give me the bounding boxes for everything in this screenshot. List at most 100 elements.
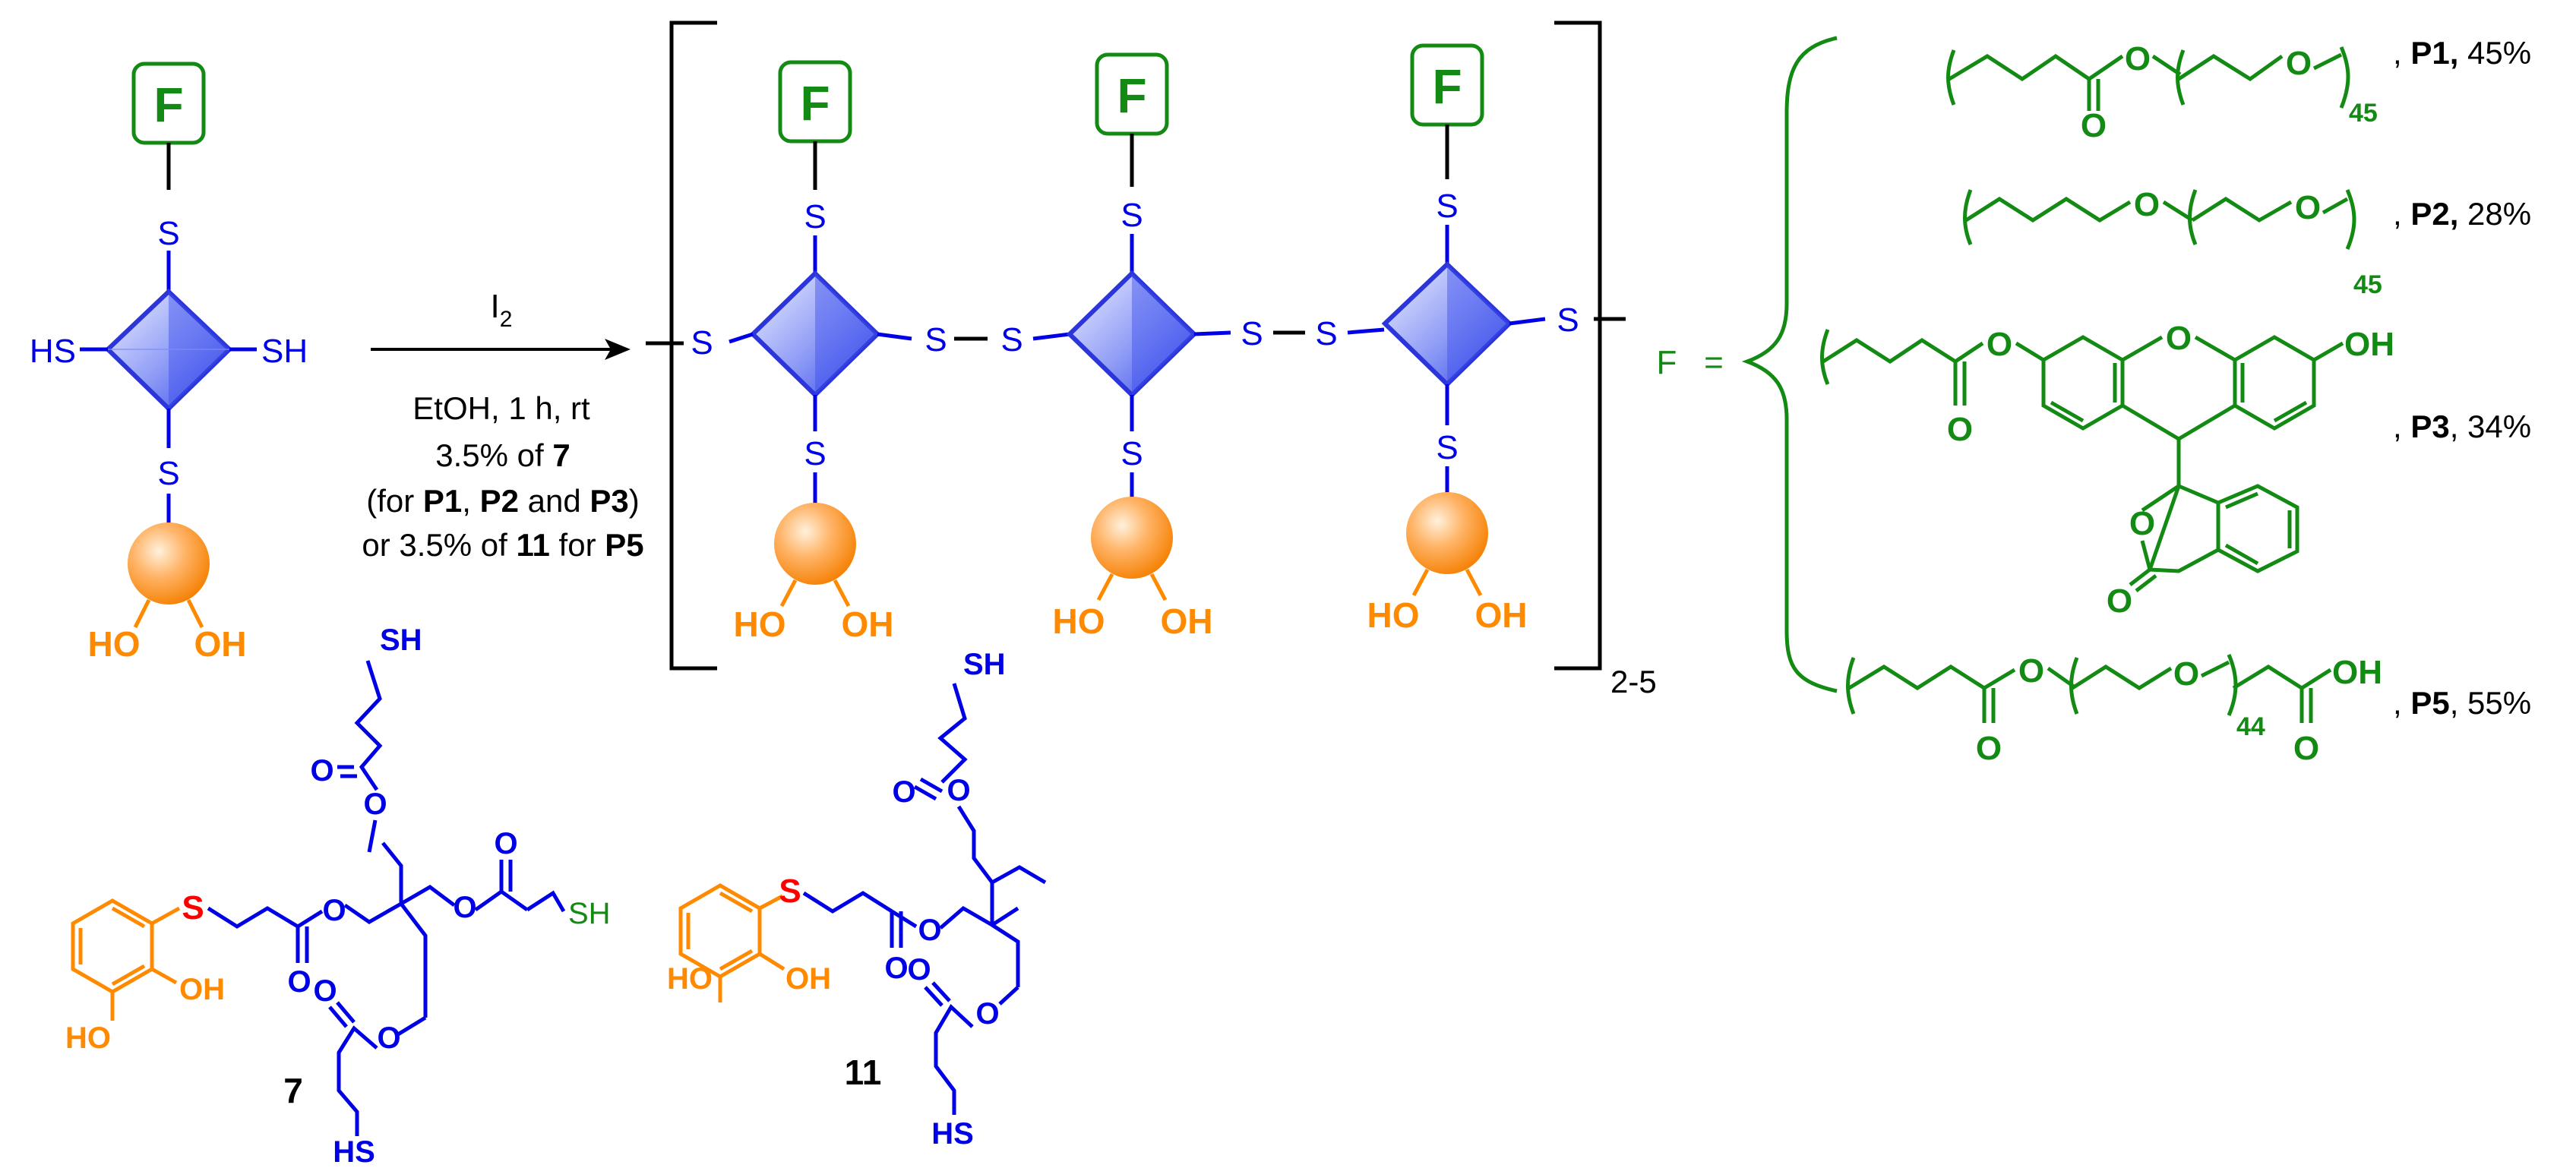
c11-ho: HO [667,962,713,996]
unit-3-s-right: S [1557,301,1579,339]
catechol-ball [128,522,210,605]
unit-1-s-right: S [925,321,947,358]
compound-7: S OH HO O O O O SH O [65,623,611,1168]
p3-pyran-o: O [2166,320,2192,357]
p1-ester-o: O [2125,40,2151,77]
c7-carbonyl-o-4: O [313,974,337,1008]
condition-line-3: (for P1, P2 and P3) [366,483,640,519]
p3-lactone-o: O [2129,505,2155,542]
c7-carbonyl-o-3: O [494,827,517,860]
p2-ether-o-2: O [2295,189,2321,226]
c11-ester-o-2: O [947,774,970,807]
c11-carbonyl-o-1: O [884,952,908,985]
repeat-number: 2-5 [1610,664,1657,699]
hydroxyl-left: HO [88,624,141,664]
unit-3-oh: OH [1475,595,1528,635]
p2-subscript: 45 [2353,270,2382,299]
c7-ester-o-4: O [377,1021,400,1055]
c7-oh: OH [179,973,225,1006]
polymer-product: 2-5 F S S S S HO OH S [646,21,1657,699]
unit-1-s-left: S [691,324,713,361]
functional-group-label: F [153,77,183,132]
thiol-right: SH [261,333,308,370]
unit-1-f-label: F [800,76,830,131]
c7-ester-o-3: O [453,891,476,924]
unit-3-ho: HO [1367,595,1420,635]
c7-carbonyl-o-1: O [287,965,311,999]
structure-p3 [1820,329,2344,592]
p3-ester-o: O [1987,326,2012,363]
unit-3-s-bottom: S [1436,429,1458,466]
c7-sh-right: SH [568,897,611,930]
unit-2-oh: OH [1161,601,1213,641]
p1-label: , P1, 45% [2393,35,2531,71]
unit-3-s-top: S [1436,188,1458,225]
c7-hs-bottom: HS [333,1135,375,1168]
unit-2-s-left: S [1000,321,1022,358]
f-definition: F = O O O 45 , P1, 45% [1657,35,2532,767]
reagent-iodine: I2 [491,288,513,332]
c7-thioether-s: S [182,889,204,927]
p5-acid-oh: OH [2332,654,2382,691]
polymer-unit-1: F S S S S HO OH [691,60,947,644]
unit-3-f-label: F [1432,59,1462,114]
reaction-arrow-group: I2 EtOH, 1 h, rt 3.5% of 7 (for P1, P2 a… [362,288,643,563]
polymer-unit-3: S F S S S HO OH [1315,43,1579,635]
unit-2-f-label: F [1117,68,1146,123]
unit-2-s-right: S [1241,315,1263,352]
p3-hydroxyl: OH [2344,326,2394,363]
c7-carbonyl-o-2: O [310,754,333,788]
c11-oh: OH [785,962,831,996]
left-bracket [669,21,717,671]
p1-carbonyl-o: O [2081,107,2107,144]
p5-ether-o: O [2173,655,2199,693]
p2-ether-o-1: O [2134,186,2160,223]
unit-1-ho: HO [734,605,786,644]
c7-ester-o-2: O [363,788,387,821]
c11-thioether-s: S [779,873,801,910]
p2-label: , P2, 28% [2393,196,2531,232]
structure-p5 [1846,654,2332,723]
condition-line-2: 3.5% of 7 [435,437,570,473]
f-def-equals: = [1704,344,1724,381]
p3-lactone-carbonyl-o: O [2107,582,2132,620]
p3-label: , P3, 34% [2393,409,2531,444]
structure-p2 [1963,189,2356,250]
hydroxyl-right: OH [194,624,247,664]
c11-ester-o-3: O [975,997,999,1031]
unit-2-s-bottom: S [1120,435,1143,472]
p3-carbonyl-o: O [1947,411,1973,448]
c11-sh-top: SH [963,648,1006,681]
c7-ho: HO [65,1021,111,1055]
structure-p1 [1946,46,2350,111]
unit-1-oh: OH [842,605,894,644]
condition-solvent: EtOH, 1 h, rt [412,390,590,426]
p5-ester-o: O [2018,652,2044,690]
monomer-structure: F S HS SH S HO OH [30,62,308,664]
c7-sh-top: SH [380,623,422,657]
thioether-s-top: S [157,215,179,252]
c11-hs-bottom: HS [931,1117,974,1151]
c11-carbonyl-o-3: O [907,953,931,986]
compound-11: S OH HO O O O O SH O O HS 11 [667,648,1047,1151]
unit-1-s-bottom: S [804,435,826,472]
p5-carbonyl-o: O [1976,730,2002,767]
thioether-s-bottom: S [157,455,179,492]
p1-ether-o: O [2286,45,2312,82]
p5-subscript: 44 [2236,712,2265,741]
curly-brace [1741,36,1838,693]
c11-ester-o-1: O [918,914,941,947]
condition-line-4: or 3.5% of 11 for P5 [362,527,643,563]
unit-2-s-top: S [1120,197,1143,234]
unit-1-s-top: S [804,198,826,235]
p5-acid-carbonyl-o: O [2293,730,2319,767]
core-cube [104,288,233,412]
right-bracket [1554,21,1602,671]
f-def-lhs: F [1657,344,1677,381]
polymer-unit-2: S F S S S HO OH [1000,52,1263,641]
p5-label: , P5, 55% [2393,685,2531,721]
compound-11-number: 11 [845,1053,882,1092]
compound-7-number: 7 [283,1071,303,1110]
thiol-left: HS [30,333,76,370]
